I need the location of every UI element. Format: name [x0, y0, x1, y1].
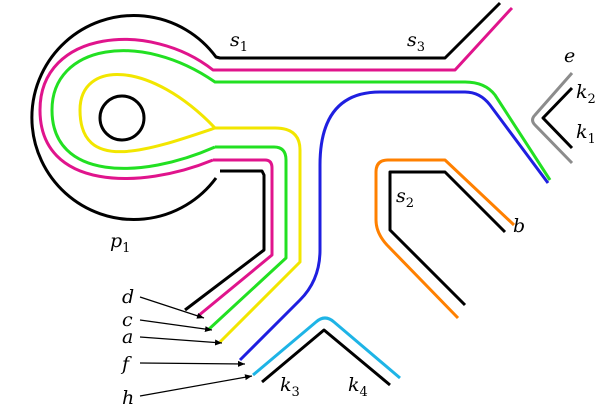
curve-h-cyan	[252, 316, 401, 380]
label-e: e	[564, 45, 575, 67]
label-c: c	[122, 309, 133, 331]
curve-d-magenta-arm	[197, 158, 274, 318]
label-a: a	[122, 326, 133, 348]
curve-f-blue	[238, 90, 550, 362]
label-k4: k4	[348, 374, 368, 400]
curve-c-green-arm	[206, 145, 288, 332]
label-k3: k3	[280, 374, 300, 400]
curve-c-green	[50, 49, 552, 181]
arrow-c	[139, 319, 213, 333]
label-f: f	[120, 353, 132, 375]
s2-black	[388, 170, 507, 307]
arrow-d	[139, 296, 205, 319]
arrow-f	[139, 360, 246, 367]
k3k4-black	[261, 328, 391, 387]
k1k2-black	[541, 86, 574, 150]
curve-a-yellow	[78, 72, 302, 344]
label-k1: k1	[576, 121, 596, 147]
curve-d-magenta	[38, 6, 514, 180]
label-s2: s2	[396, 185, 414, 211]
arrow-h	[139, 374, 253, 397]
arrow-a	[139, 336, 223, 346]
label-k2: k2	[576, 81, 596, 107]
curve-e-gray	[531, 72, 574, 165]
label-d: d	[122, 286, 134, 308]
label-s3: s3	[407, 29, 425, 55]
label-s1: s1	[230, 29, 248, 55]
label-h: h	[122, 387, 134, 409]
label-b: b	[513, 215, 525, 237]
lower-arm-black	[184, 169, 266, 312]
inner-circle	[98, 94, 146, 142]
label-p1: p1	[110, 230, 130, 256]
curve-b-orange	[374, 158, 516, 320]
outer-boundary-black	[30, 1, 502, 221]
